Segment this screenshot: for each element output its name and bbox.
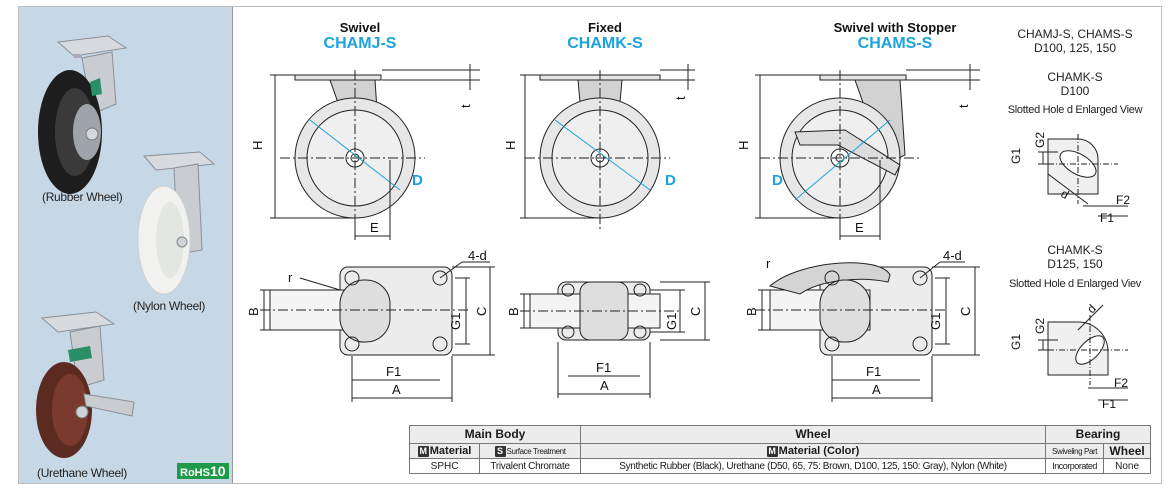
dim-e-swivel: E: [370, 220, 379, 235]
svg-text:F2: F2: [1114, 376, 1128, 390]
th-wheel: Wheel: [1103, 443, 1151, 459]
svg-text:F2: F2: [1116, 193, 1130, 207]
th-main-body: Main Body: [409, 425, 581, 444]
dim-t-swivel: t: [458, 104, 473, 108]
dim-b-swivel: B: [246, 307, 261, 316]
stopper-side-view: [755, 64, 980, 240]
note-sizes-1: D100, 125, 150: [1033, 41, 1117, 55]
dim-c-fixed: C: [688, 307, 703, 316]
dim-f1-stopper: F1: [866, 364, 881, 379]
note-size-1b: D100: [1060, 84, 1090, 98]
urethane-wheel-caption: (Urethane Wheel): [37, 466, 127, 480]
dim-g1-swivel: G1: [448, 313, 463, 330]
dim-d-swivel: D: [412, 172, 423, 189]
rubber-wheel-caster-image: [38, 35, 128, 194]
svg-text:d: d: [1084, 301, 1099, 316]
dim-e-stopper: E: [855, 220, 864, 235]
note-models-1: CHAMJ-S, CHAMS-S: [1017, 27, 1133, 41]
dim-b-stopper: B: [744, 307, 759, 316]
dim-b-fixed: B: [506, 307, 521, 316]
dim-d-stopper: D: [772, 172, 783, 189]
slotted-hole-view-2: G1 G2 d F2 F1: [1009, 301, 1128, 411]
type-label-swivel-with-stopper: Swivel with Stopper: [833, 20, 957, 35]
dim-f1-fixed: F1: [596, 360, 611, 375]
content-frame: [18, 6, 1162, 484]
table-row: SPHC Trivalent Chromate Synthetic Rubber…: [408, 458, 1151, 474]
type-label-swivel: Swivel: [339, 20, 381, 35]
th-bearing: Bearing: [1045, 425, 1151, 444]
dim-d-fixed: D: [665, 172, 676, 189]
nylon-wheel-caster-image: [137, 151, 216, 295]
note-view-2: Slotted Hole d Enlarged Viev: [1008, 278, 1142, 290]
stopper-top-view: [755, 261, 980, 402]
rubber-wheel-caption: (Rubber Wheel): [42, 190, 123, 204]
type-code-chams-s: CHAMS-S: [857, 35, 933, 52]
type-code-chamj-s: CHAMJ-S: [323, 35, 397, 52]
cell-surface: Trivalent Chromate: [479, 458, 581, 474]
dim-g1-fixed: G1: [664, 313, 679, 330]
rohs-badge: RoHS10: [177, 463, 229, 479]
fixed-top-view: [520, 281, 710, 398]
fixed-side-view: [520, 64, 695, 230]
cell-swiveling: Incorporated: [1044, 458, 1105, 474]
nylon-wheel-caption: (Nylon Wheel): [133, 299, 206, 313]
svg-text:G1: G1: [1009, 334, 1023, 350]
dim-h-swivel: H: [250, 141, 265, 150]
dim-c-stopper: C: [958, 307, 973, 316]
dim-4d-stopper: 4-d: [943, 248, 962, 263]
slotted-hole-view-1: G1 G2 d F2 F1: [1009, 132, 1130, 224]
dim-c-swivel: C: [474, 307, 489, 316]
dim-h-stopper: H: [736, 141, 751, 150]
m-badge: M: [417, 445, 429, 457]
dim-a-swivel: A: [392, 382, 401, 397]
table-group-header-row: Main Body Wheel Bearing: [409, 425, 1151, 444]
cell-wheel-material: Synthetic Rubber (Black), Urethane (D50,…: [580, 458, 1046, 474]
dim-r-swivel: r: [288, 270, 293, 285]
svg-text:F1: F1: [1100, 211, 1114, 224]
panel-divider: [232, 7, 233, 483]
note-sizes-2: D125, 150: [1047, 257, 1103, 271]
m-badge: M: [766, 445, 778, 457]
swivel-top-view: [260, 261, 495, 402]
s-badge: S: [494, 445, 506, 457]
dim-t-fixed: t: [673, 96, 688, 100]
dim-a-stopper: A: [872, 382, 881, 397]
dim-t-stopper: t: [956, 104, 971, 108]
svg-text:F1: F1: [1102, 397, 1116, 411]
caster-drawings: H t D E H t D H t D E B r 4-d G1 C F1 A …: [246, 64, 980, 402]
th-swiveling-part: Swiveling Part: [1044, 443, 1105, 459]
svg-text:G2: G2: [1033, 318, 1047, 334]
svg-text:G2: G2: [1033, 132, 1047, 148]
th-wheel-group: Wheel: [580, 425, 1046, 444]
dim-a-fixed: A: [600, 378, 609, 393]
note-model-2: CHAMK-S: [1047, 243, 1103, 257]
cell-wheel-bearing: None: [1103, 458, 1151, 474]
urethane-wheel-caster-image: [36, 311, 135, 458]
type-label-fixed: Fixed: [588, 20, 622, 35]
note-view-1: Slotted Hole d Enlarged View: [1007, 104, 1143, 116]
cell-material: SPHC: [408, 458, 481, 474]
swivel-side-view: [270, 64, 480, 240]
dim-f1-swivel: F1: [386, 364, 401, 379]
dim-4d-swivel: 4-d: [468, 248, 487, 263]
dim-g1-stopper: G1: [928, 313, 943, 330]
dim-h-fixed: H: [503, 141, 518, 150]
dim-r-stopper: r: [766, 256, 771, 271]
type-code-chamk-s: CHAMK-S: [567, 35, 643, 52]
svg-text:G1: G1: [1009, 148, 1023, 164]
note-model-1b: CHAMK-S: [1047, 70, 1103, 84]
